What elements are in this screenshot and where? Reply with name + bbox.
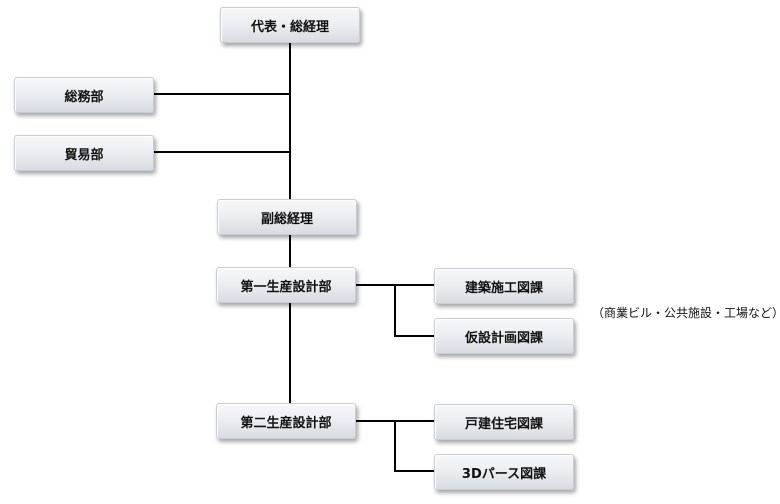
node-representative: 代表・総経理 — [220, 7, 360, 43]
node-vice-general-manager: 副総経理 — [217, 199, 357, 235]
connector-dept2-sub — [394, 470, 434, 472]
construction-drawing-note: （商業ビル・公共施設・工場など） — [592, 306, 780, 320]
connector-general-affairs — [154, 93, 290, 95]
connector-trade — [154, 151, 290, 153]
connector-dept1-sub — [394, 335, 434, 337]
node-temporary-plan-drawing: 仮設計画図課 — [434, 318, 574, 354]
connector-dept1-vertical — [394, 284, 396, 337]
node-house-drawing: 戸建住宅図課 — [434, 404, 574, 440]
node-design-dept-2: 第二生産設計部 — [216, 403, 356, 439]
connector-trunk-low — [289, 300, 291, 406]
connector-trunk-top — [289, 39, 291, 202]
node-construction-drawing: 建築施工図課 — [434, 268, 574, 304]
node-design-dept-1: 第一生産設計部 — [216, 267, 356, 303]
connector-trunk-mid — [289, 231, 291, 267]
node-trade: 貿易部 — [14, 135, 154, 171]
connector-dept2-vertical — [394, 420, 396, 472]
node-general-affairs: 総務部 — [14, 77, 154, 113]
node-3d-perspective: 3Dパース図課 — [434, 454, 574, 490]
